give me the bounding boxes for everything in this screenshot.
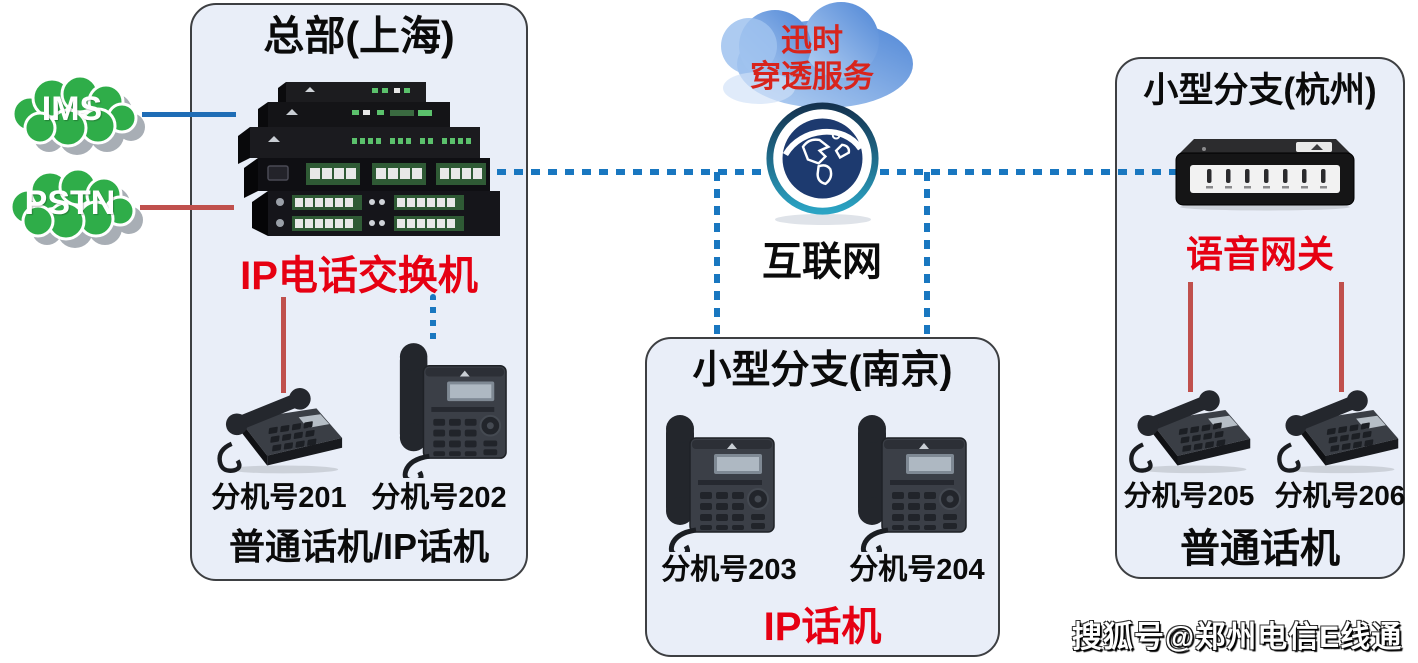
globe-shadow: [775, 214, 871, 225]
nat-service-line2: 穿透服务: [750, 59, 874, 94]
hz-phone-line-2: [1339, 282, 1344, 392]
voice-gateway-label: 语音网关: [1186, 234, 1334, 275]
headquarters-title: 总部(上海): [263, 13, 455, 59]
ip-pbx-label: IP电话交换机: [240, 254, 478, 298]
ip-phone-202-image: [399, 343, 507, 478]
hz-phone-line-1: [1188, 282, 1193, 392]
internet-link-down-2: [924, 172, 930, 338]
ims-cloud-label: IMS: [41, 90, 103, 128]
ip-pbx-device-image: [238, 82, 500, 236]
nat-service-line1: 迅时: [781, 23, 843, 58]
hq-phone-type-label: 普通话机/IP话机: [228, 526, 490, 567]
watermark-text: 搜狐号@郑州电信E线通: [1072, 621, 1403, 654]
nanjing-phone-type-label: IP话机: [763, 605, 882, 649]
hangzhou-title: 小型分支(杭州): [1143, 71, 1377, 110]
extension-203-label: 分机号203: [661, 554, 797, 586]
internet-link-left: [497, 169, 764, 175]
nat-service-cloud-icon: [721, 2, 913, 108]
internet-label: 互联网: [762, 240, 882, 284]
analog-phone-201-image: [217, 387, 343, 474]
extension-201-label: 分机号201: [211, 482, 347, 514]
analog-phone-205-image: [1122, 388, 1256, 476]
ip-phone-204-image: [850, 410, 970, 552]
internet-link-down-1: [714, 172, 720, 338]
voice-gateway-image: [1175, 139, 1355, 211]
internet-link-right: [880, 169, 1176, 175]
pstn-cloud-label: PSTN: [24, 184, 116, 222]
internet-globe-icon: [766, 102, 879, 215]
hangzhou-phone-type-label: 普通话机: [1180, 527, 1340, 571]
nanjing-title: 小型分支(南京): [692, 349, 953, 392]
hq-ip-phone-line: [430, 294, 436, 346]
pstn-link-line: [140, 205, 234, 210]
ims-cloud-icon: [11, 74, 145, 155]
extension-202-label: 分机号202: [371, 482, 507, 514]
hq-analog-phone-line: [281, 297, 286, 393]
ims-link-line: [142, 112, 236, 117]
analog-phone-206-image: [1270, 388, 1404, 476]
pstn-cloud-icon: [9, 167, 143, 248]
extension-205-label: 分机号205: [1123, 480, 1255, 511]
extension-206-label: 分机号206: [1274, 480, 1406, 511]
ip-phone-203-image: [658, 410, 778, 552]
extension-204-label: 分机号204: [849, 554, 985, 586]
